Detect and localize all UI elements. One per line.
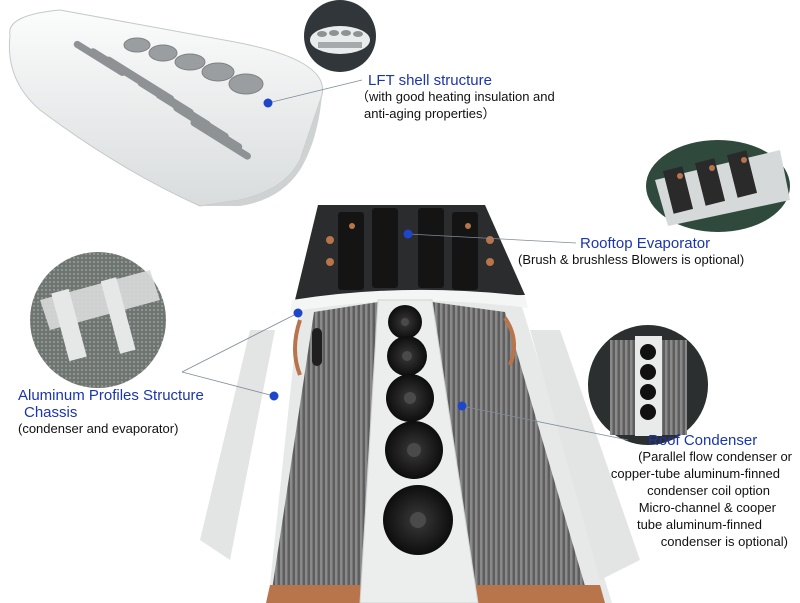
chassis-marker-dot-upper	[293, 308, 303, 318]
condenser-desc-line2: copper-tube aluminum-finned	[610, 466, 780, 481]
condenser-fins-right	[432, 302, 590, 603]
shell-desc-line1: （with good heating insulation and	[356, 89, 555, 104]
inset-condenser-photo	[588, 325, 708, 445]
main-rooftop-unit	[200, 205, 640, 603]
condenser-desc-line3: condenser coil option	[647, 483, 770, 498]
shell-title: LFT shell structure	[368, 72, 492, 89]
condenser-fins-left	[270, 302, 378, 603]
condenser-marker-dot	[457, 401, 467, 411]
condenser-desc-line5: tube aluminum-finned	[636, 517, 762, 532]
condenser-desc-line6: condenser is optional)	[660, 534, 788, 549]
chassis-title-line1: Aluminum Profiles Structure	[18, 387, 204, 404]
condenser-desc-line4: Micro-channel & cooper	[638, 500, 776, 515]
chassis-desc: (condenser and evaporator)	[18, 421, 179, 436]
shell-vent-holes	[123, 37, 264, 95]
shell-desc-line2: anti-aging properties）	[364, 106, 496, 121]
lft-shell-unit	[8, 9, 324, 207]
evaporator-section	[295, 205, 525, 300]
condenser-fans	[383, 305, 453, 555]
evaporator-desc: (Brush & brushless Blowers is optional)	[518, 252, 745, 267]
inset-chassis-photo	[30, 252, 166, 388]
inset-evaporator-photo	[646, 140, 790, 232]
condenser-title: Roof Condenser	[648, 432, 758, 449]
marker-dots	[263, 98, 467, 411]
shell-slots	[73, 40, 251, 160]
evaporator-marker-dot	[403, 229, 413, 239]
chassis-marker-dot-lower	[269, 391, 279, 401]
evaporator-title: Rooftop Evaporator	[580, 235, 711, 252]
chassis-title-line2: Chassis	[24, 404, 78, 421]
inset-shell-photo	[304, 0, 376, 72]
condenser-desc-line1: (Parallel flow condenser or	[638, 449, 792, 464]
leader-lines	[181, 79, 629, 441]
shell-marker-dot	[263, 98, 273, 108]
